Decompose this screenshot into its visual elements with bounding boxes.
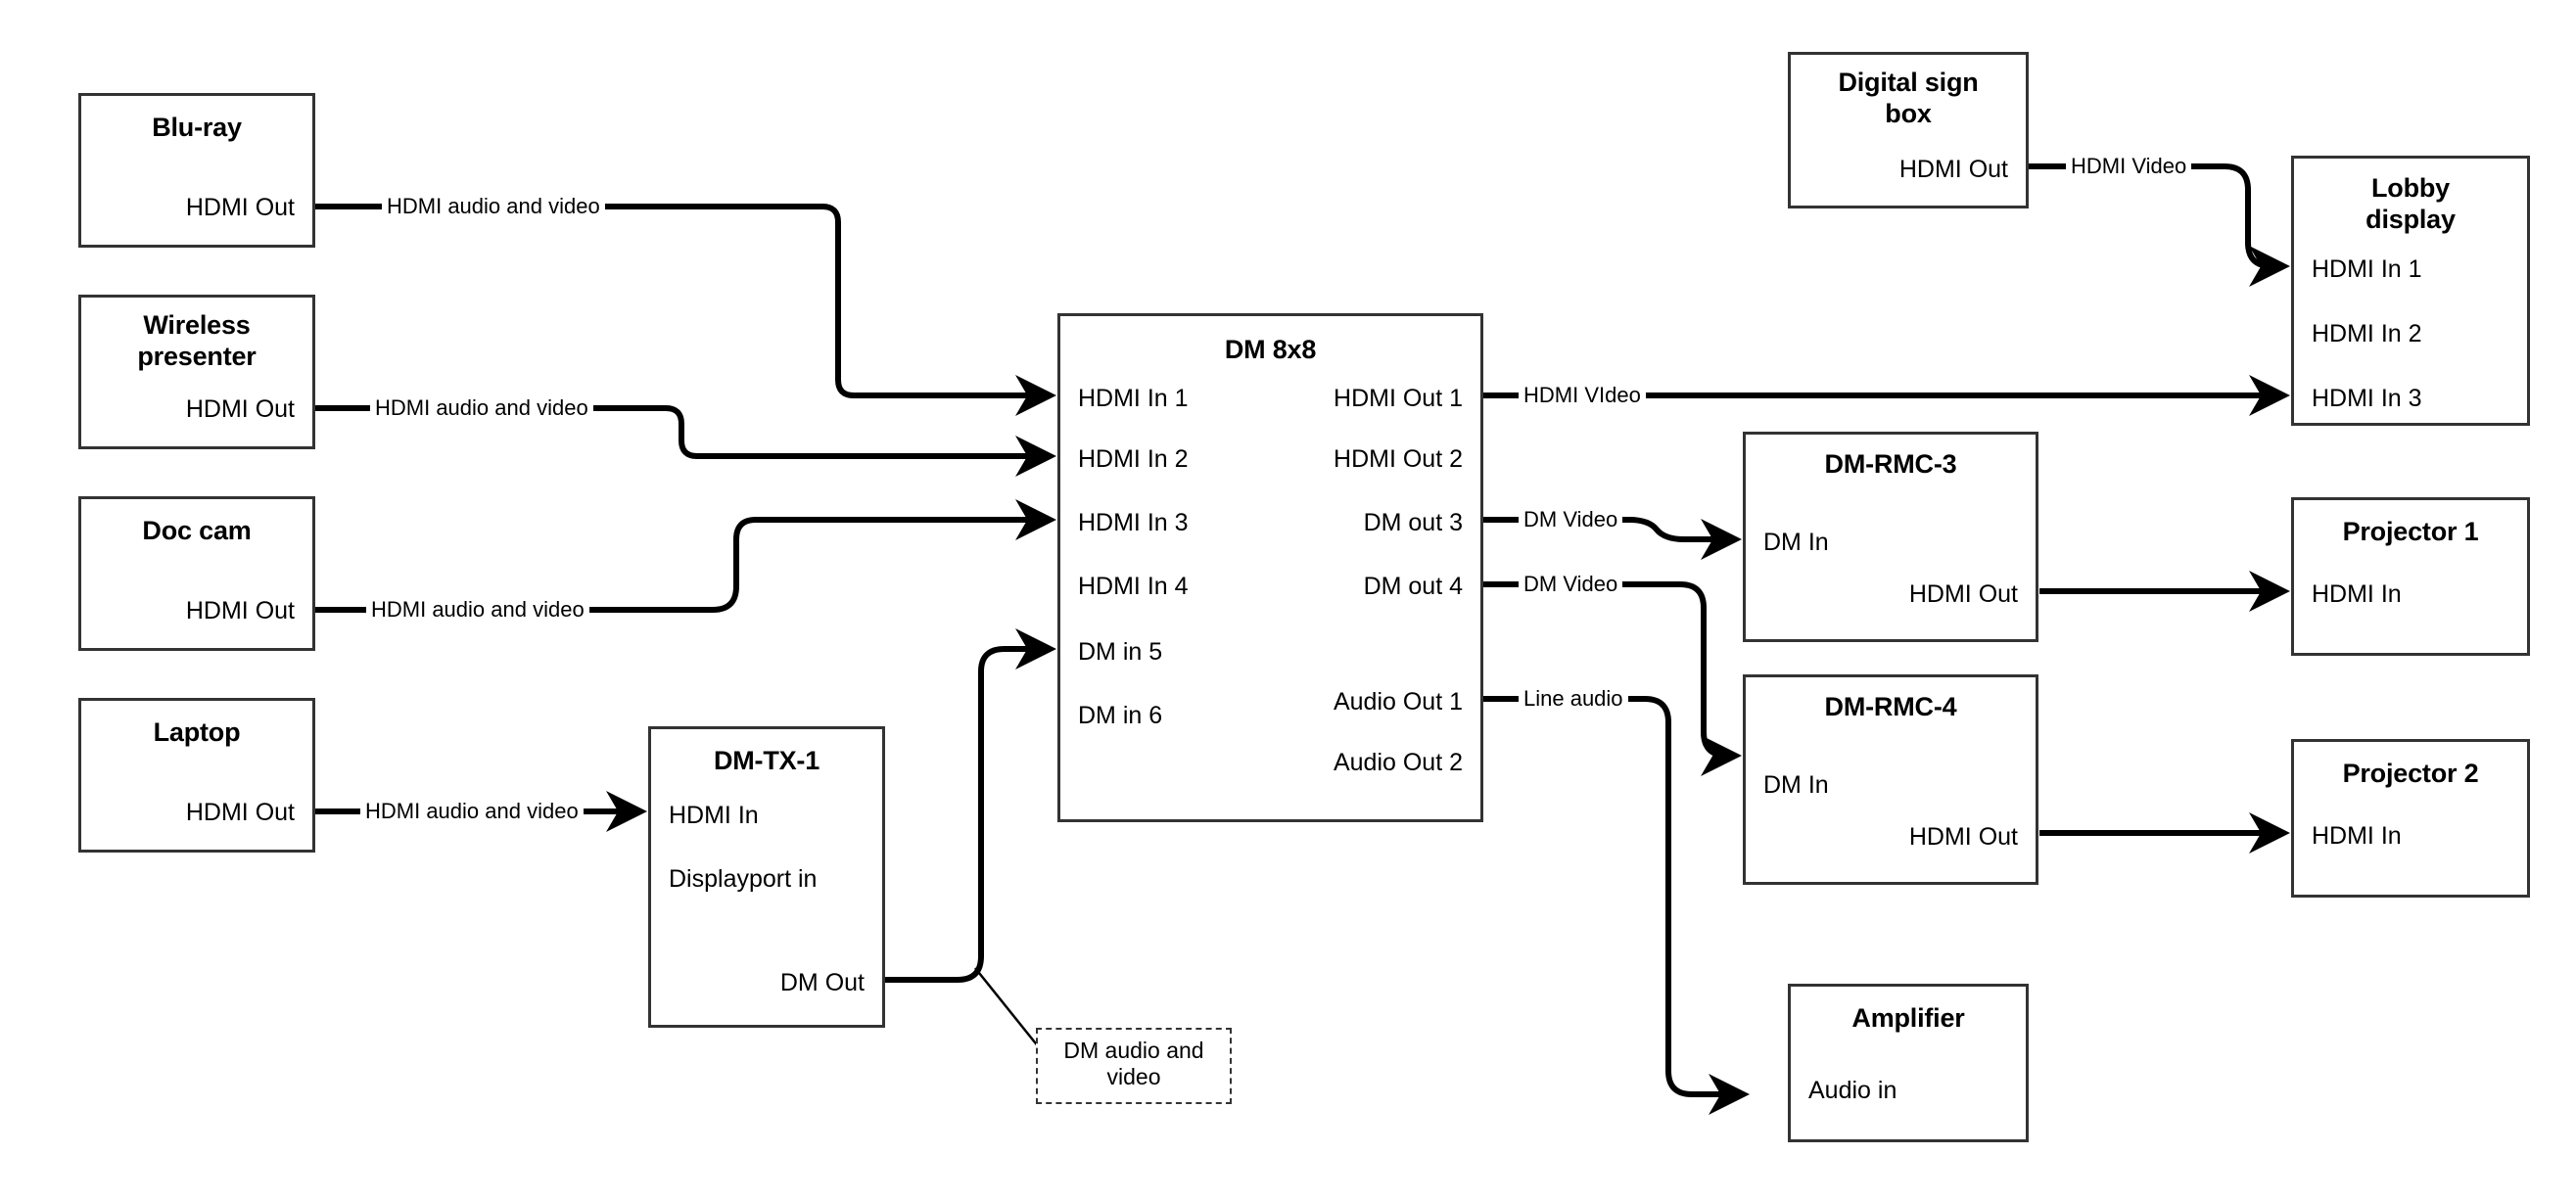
device-wireless-presenter-port-hdmi-out[interactable]: HDMI Out [185, 395, 295, 423]
device-dm-tx-1-port-displayport-in[interactable]: Displayport in [669, 865, 818, 893]
device-bluray[interactable]: Blu-ray HDMI Out [78, 93, 315, 248]
cable-label-audioout1-to-amp: Line audio [1519, 687, 1628, 711]
device-dm-8x8-output-audio-out-2[interactable]: Audio Out 2 [1333, 749, 1463, 776]
device-bluray-title: Blu-ray [152, 113, 242, 142]
device-dm-8x8-input-dm-in-5[interactable]: DM in 5 [1078, 638, 1163, 666]
device-dm-8x8-input-dm-in-6[interactable]: DM in 6 [1078, 702, 1163, 729]
device-digital-sign-box-title-line1: Digital sign [1838, 68, 1979, 97]
device-projector-1-title: Projector 1 [2342, 517, 2479, 546]
device-digital-sign-box[interactable]: Digital sign box HDMI Out [1788, 52, 2029, 208]
device-lobby-display-title-line2: display [2365, 205, 2456, 234]
device-dm-8x8-title: DM 8x8 [1224, 335, 1317, 364]
cable-label-dmout4-to-rmc4: DM Video [1519, 573, 1623, 596]
device-doc-cam-port-hdmi-out[interactable]: HDMI Out [185, 597, 295, 624]
device-projector-1-port-hdmi-in[interactable]: HDMI In [2312, 580, 2402, 608]
device-dm-tx-1-port-hdmi-in[interactable]: HDMI In [669, 802, 759, 829]
callout-leader-line [974, 967, 1040, 1048]
callout-dm-audio-and-video: DM audio and video [1036, 1028, 1232, 1104]
callout-line-2: video [1106, 1064, 1161, 1089]
device-doc-cam-title: Doc cam [142, 516, 252, 545]
cable-label-sign-to-lobby1: HDMI Video [2066, 155, 2192, 178]
cable-label-doccam-to-in3: HDMI audio and video [366, 598, 589, 622]
cable-label-hdmiout1-to-lobby3: HDMI VIdeo [1519, 384, 1646, 407]
device-dm-8x8-output-dm-out-3[interactable]: DM out 3 [1363, 509, 1463, 536]
device-dm-8x8-input-hdmi-in-1[interactable]: HDMI In 1 [1078, 385, 1189, 412]
device-wireless-presenter-title-line1: Wireless [143, 310, 251, 340]
device-projector-2-port-hdmi-in[interactable]: HDMI In [2312, 822, 2402, 850]
device-lobby-display-input-hdmi-in-2[interactable]: HDMI In 2 [2312, 320, 2422, 347]
device-dm-8x8-output-audio-out-1[interactable]: Audio Out 1 [1333, 688, 1463, 716]
device-laptop-title: Laptop [153, 717, 241, 747]
wire-audioout1-to-amp [1483, 696, 1750, 1115]
device-laptop[interactable]: Laptop HDMI Out [78, 698, 315, 853]
device-lobby-display-input-hdmi-in-1[interactable]: HDMI In 1 [2312, 255, 2422, 283]
device-dm-rmc-3-title: DM-RMC-3 [1824, 449, 1957, 479]
device-wireless-presenter-title-line2: presenter [137, 342, 257, 371]
device-dm-tx-1-port-dm-out[interactable]: DM Out [779, 969, 865, 996]
device-digital-sign-box-title-line2: box [1885, 99, 1932, 128]
device-projector-2[interactable]: Projector 2 HDMI In [2291, 739, 2530, 898]
device-dm-8x8-output-hdmi-out-1[interactable]: HDMI Out 1 [1334, 385, 1463, 412]
device-lobby-display-title-line1: Lobby [2371, 173, 2450, 203]
device-dm-tx-1-title: DM-TX-1 [713, 746, 820, 775]
wire-dmtx1-to-in5 [885, 628, 1056, 983]
device-dm-8x8-output-hdmi-out-2[interactable]: HDMI Out 2 [1334, 445, 1463, 473]
device-dm-rmc-4-title: DM-RMC-4 [1824, 692, 1957, 721]
device-dm-rmc-3[interactable]: DM-RMC-3 DM In HDMI Out [1743, 432, 2038, 642]
device-amplifier-title: Amplifier [1851, 1003, 1965, 1033]
device-bluray-port-hdmi-out[interactable]: HDMI Out [185, 194, 295, 221]
device-dm-8x8[interactable]: DM 8x8 HDMI In 1 HDMI In 2 HDMI In 3 HDM… [1057, 313, 1483, 822]
device-dm-rmc-4-port-dm-in[interactable]: DM In [1763, 771, 1829, 799]
device-projector-2-title: Projector 2 [2342, 759, 2479, 788]
device-doc-cam[interactable]: Doc cam HDMI Out [78, 496, 315, 651]
device-dm-rmc-3-port-hdmi-out[interactable]: HDMI Out [1908, 580, 2018, 608]
device-dm-8x8-input-hdmi-in-2[interactable]: HDMI In 2 [1078, 445, 1189, 473]
device-wireless-presenter[interactable]: Wireless presenter HDMI Out [78, 295, 315, 449]
cable-label-wireless-to-in2: HDMI audio and video [370, 396, 593, 420]
device-dm-tx-1[interactable]: DM-TX-1 HDMI In Displayport in DM Out [648, 726, 885, 1028]
device-dm-rmc-4-port-hdmi-out[interactable]: HDMI Out [1908, 823, 2018, 851]
wire-sign-to-lobby1 [2027, 163, 2290, 287]
device-amplifier-port-audio-in[interactable]: Audio in [1808, 1077, 1897, 1104]
callout-line-1: DM audio and [1063, 1038, 1204, 1063]
device-laptop-port-hdmi-out[interactable]: HDMI Out [185, 799, 295, 826]
cable-label-laptop-to-dmtx1: HDMI audio and video [360, 800, 584, 823]
wire-bluray-to-in1 [315, 204, 1056, 416]
device-lobby-display-input-hdmi-in-3[interactable]: HDMI In 3 [2312, 385, 2422, 412]
device-dm-rmc-4[interactable]: DM-RMC-4 DM In HDMI Out [1743, 674, 2038, 885]
device-lobby-display[interactable]: Lobby display HDMI In 1 HDMI In 2 HDMI I… [2291, 156, 2530, 426]
cable-label-bluray-to-in1: HDMI audio and video [382, 195, 605, 218]
cable-label-dmout3-to-rmc3: DM Video [1519, 508, 1623, 531]
device-projector-1[interactable]: Projector 1 HDMI In [2291, 497, 2530, 656]
device-digital-sign-box-port-hdmi-out[interactable]: HDMI Out [1898, 156, 2008, 183]
wire-dmout4-to-rmc4 [1483, 581, 1742, 776]
device-dm-8x8-input-hdmi-in-3[interactable]: HDMI In 3 [1078, 509, 1189, 536]
device-dm-rmc-3-port-dm-in[interactable]: DM In [1763, 529, 1829, 556]
device-dm-8x8-input-hdmi-in-4[interactable]: HDMI In 4 [1078, 573, 1189, 600]
device-amplifier[interactable]: Amplifier Audio in [1788, 984, 2029, 1142]
device-dm-8x8-output-dm-out-4[interactable]: DM out 4 [1363, 573, 1463, 600]
